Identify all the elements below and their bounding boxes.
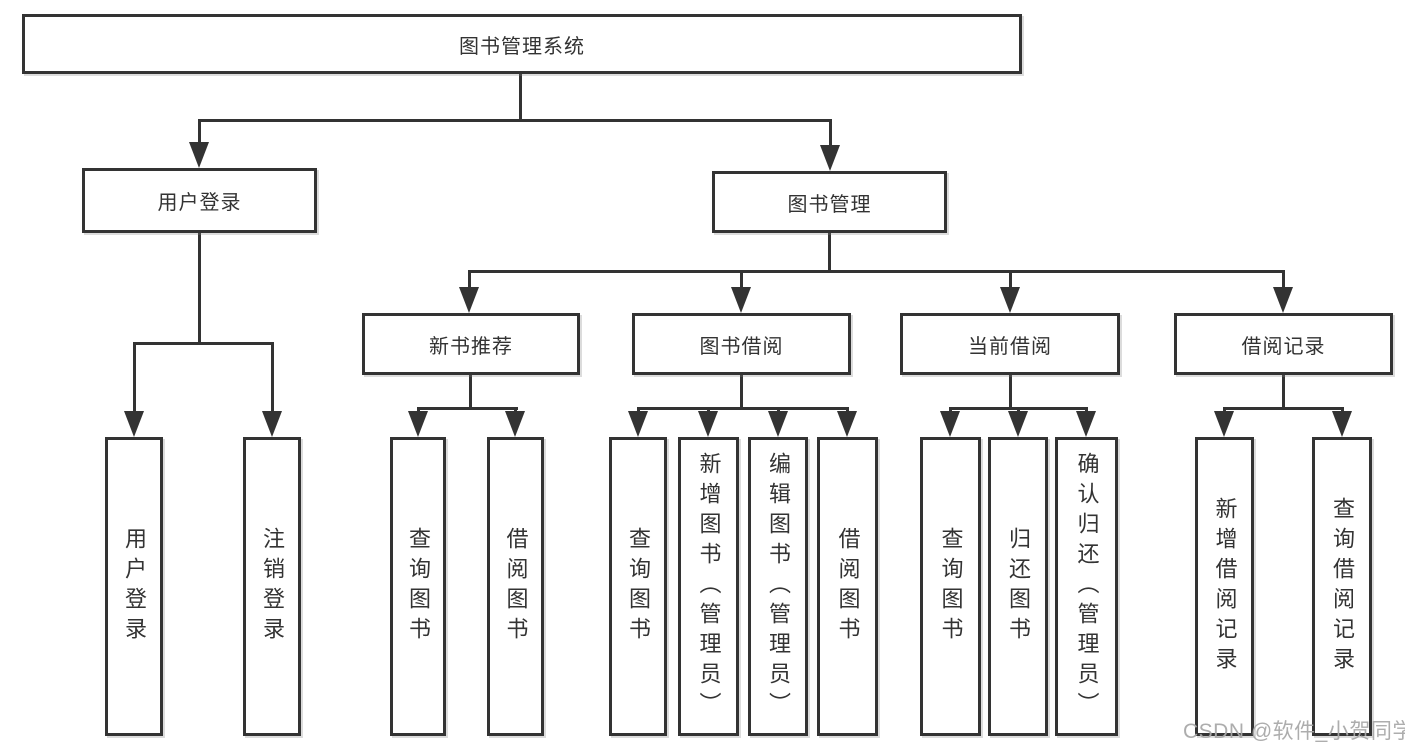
- connector-borrow-records-stem: [1282, 375, 1285, 410]
- leaf-add-borrow-record: 新增借阅记录: [1195, 437, 1254, 736]
- node-label: 用户登录: [157, 192, 242, 214]
- connector-user-login-bus: [133, 342, 274, 345]
- leaf-query-borrow-record: 查询借阅记录: [1312, 437, 1372, 736]
- arrowhead-to-borrow-book-rec: [505, 411, 525, 437]
- connector-borrow-records-bus: [1223, 407, 1344, 410]
- leaf-borrow-book-recommend: 借阅图书: [487, 437, 544, 736]
- node-label: 用户登录: [122, 526, 147, 647]
- node-label: 借阅图书: [503, 526, 529, 647]
- arrowhead-to-book-borrow: [731, 287, 751, 313]
- arrowhead-to-user-login: [189, 142, 209, 168]
- arrowhead-to-borrow-book: [837, 411, 857, 437]
- connector-current-borrow-stem: [1009, 375, 1012, 410]
- node-label: 图书借阅: [699, 335, 784, 358]
- node-label: 图书管理系统: [459, 35, 585, 58]
- connector-stub-book-borrow: [740, 270, 743, 292]
- arrowhead-to-query-book-borrow: [628, 411, 648, 437]
- connector-book-borrow-stem: [740, 375, 743, 410]
- connector-root-stem: [519, 74, 522, 122]
- leaf-confirm-return-admin: 确认归还（管理员）: [1055, 437, 1118, 736]
- node-label: 新书推荐: [429, 335, 513, 358]
- arrowhead-to-add-book: [698, 411, 718, 437]
- node-label: 查询图书: [938, 526, 964, 647]
- arrowhead-to-leaf-logout: [262, 411, 282, 437]
- arrowhead-to-edit-book: [768, 411, 788, 437]
- connector-stub-current-borrow: [1009, 270, 1012, 292]
- node-label: 编辑图书（管理员）: [766, 451, 791, 722]
- arrowhead-to-return-book: [1008, 411, 1028, 437]
- node-label: 借阅记录: [1241, 335, 1326, 358]
- node-user-login: 用户登录: [82, 168, 317, 233]
- leaf-query-book-current: 查询图书: [920, 437, 981, 736]
- arrowhead-to-query-book-rec: [408, 411, 428, 437]
- arrowhead-to-new-book-rec: [459, 287, 479, 313]
- node-book-management: 图书管理: [712, 171, 947, 233]
- connector-user-login-stem: [198, 233, 201, 345]
- node-label: 查询借阅记录: [1330, 496, 1355, 677]
- arrowhead-to-book-mgmt: [820, 145, 840, 171]
- arrowhead-to-current-borrow: [1000, 287, 1020, 313]
- csdn-watermark: CSDN @软件_小贺同学: [1183, 720, 1405, 743]
- node-label: 新增图书（管理员）: [696, 451, 722, 722]
- connector-stem-leaf-login: [133, 342, 136, 414]
- node-library-management-system: 图书管理系统: [22, 14, 1022, 74]
- node-label: 当前借阅: [968, 335, 1052, 358]
- node-label: 查询图书: [406, 526, 431, 647]
- arrowhead-to-confirm-return: [1076, 411, 1096, 437]
- leaf-query-book-recommend: 查询图书: [390, 437, 446, 736]
- connector-stub-borrow-records: [1282, 270, 1285, 292]
- node-book-borrow: 图书借阅: [632, 313, 851, 375]
- connector-stub-user-login: [198, 119, 201, 149]
- connector-stub-book-mgmt: [829, 119, 832, 152]
- arrowhead-to-borrow-records: [1273, 287, 1293, 313]
- node-label: 借阅图书: [835, 526, 861, 647]
- arrowhead-to-leaf-login: [124, 411, 144, 437]
- arrowhead-to-query-book-current: [940, 411, 960, 437]
- leaf-query-book-borrow: 查询图书: [609, 437, 667, 736]
- node-label: 确认归还（管理员）: [1074, 451, 1100, 722]
- leaf-edit-book-admin: 编辑图书（管理员）: [748, 437, 808, 736]
- connector-stub-new-book-rec: [468, 270, 471, 292]
- arrowhead-to-query-record: [1332, 411, 1352, 437]
- connector-book-mgmt-stem: [828, 233, 831, 273]
- connector-new-book-rec-stem: [469, 375, 472, 410]
- leaf-return-book: 归还图书: [988, 437, 1048, 736]
- node-borrow-records: 借阅记录: [1174, 313, 1393, 375]
- connector-level3-bus: [468, 270, 1285, 273]
- arrowhead-to-add-record: [1214, 411, 1234, 437]
- node-current-borrow: 当前借阅: [900, 313, 1120, 375]
- connector-book-borrow-bus: [637, 407, 849, 410]
- leaf-logout: 注销登录: [243, 437, 301, 736]
- node-label: 图书管理: [787, 193, 872, 216]
- node-label: 新增借阅记录: [1212, 496, 1238, 677]
- connector-stem-leaf-logout: [271, 342, 274, 414]
- node-label: 归还图书: [1006, 526, 1031, 647]
- leaf-add-book-admin: 新增图书（管理员）: [678, 437, 739, 736]
- leaf-borrow-book: 借阅图书: [817, 437, 878, 736]
- leaf-user-login: 用户登录: [105, 437, 163, 736]
- connector-level2-bus: [199, 119, 832, 122]
- node-new-book-recommend: 新书推荐: [362, 313, 580, 375]
- node-label: 查询图书: [626, 526, 651, 647]
- connector-new-book-rec-bus: [417, 407, 518, 410]
- node-label: 注销登录: [260, 526, 285, 647]
